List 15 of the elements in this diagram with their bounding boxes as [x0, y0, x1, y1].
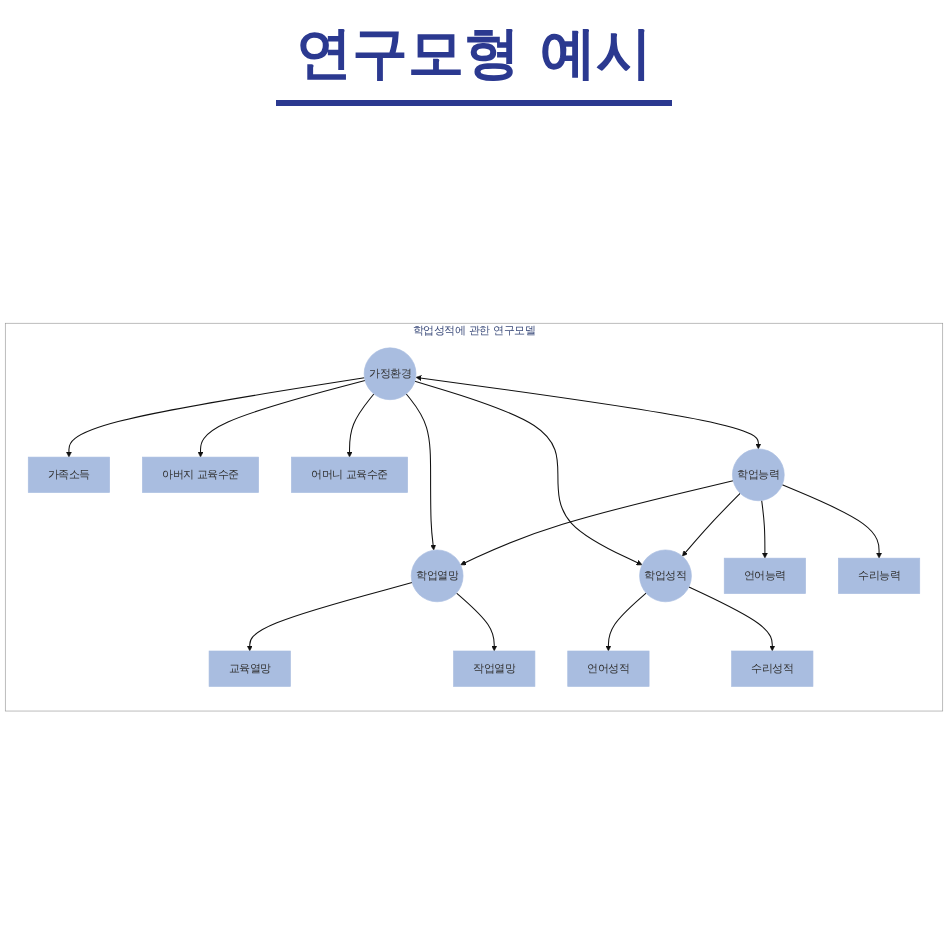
arrow — [405, 394, 436, 552]
arrow — [197, 380, 366, 459]
arrow — [460, 481, 734, 567]
arrow — [346, 394, 375, 459]
arrow — [605, 593, 647, 653]
arrow — [66, 378, 365, 459]
arrow — [682, 493, 741, 558]
title: 연구모형 예시 — [276, 16, 672, 106]
arrow — [688, 587, 776, 653]
arrow — [415, 376, 762, 450]
arrow — [456, 593, 498, 653]
arrow — [761, 500, 768, 560]
arrow — [414, 381, 643, 567]
arrow — [781, 485, 882, 560]
arrow — [246, 582, 413, 653]
